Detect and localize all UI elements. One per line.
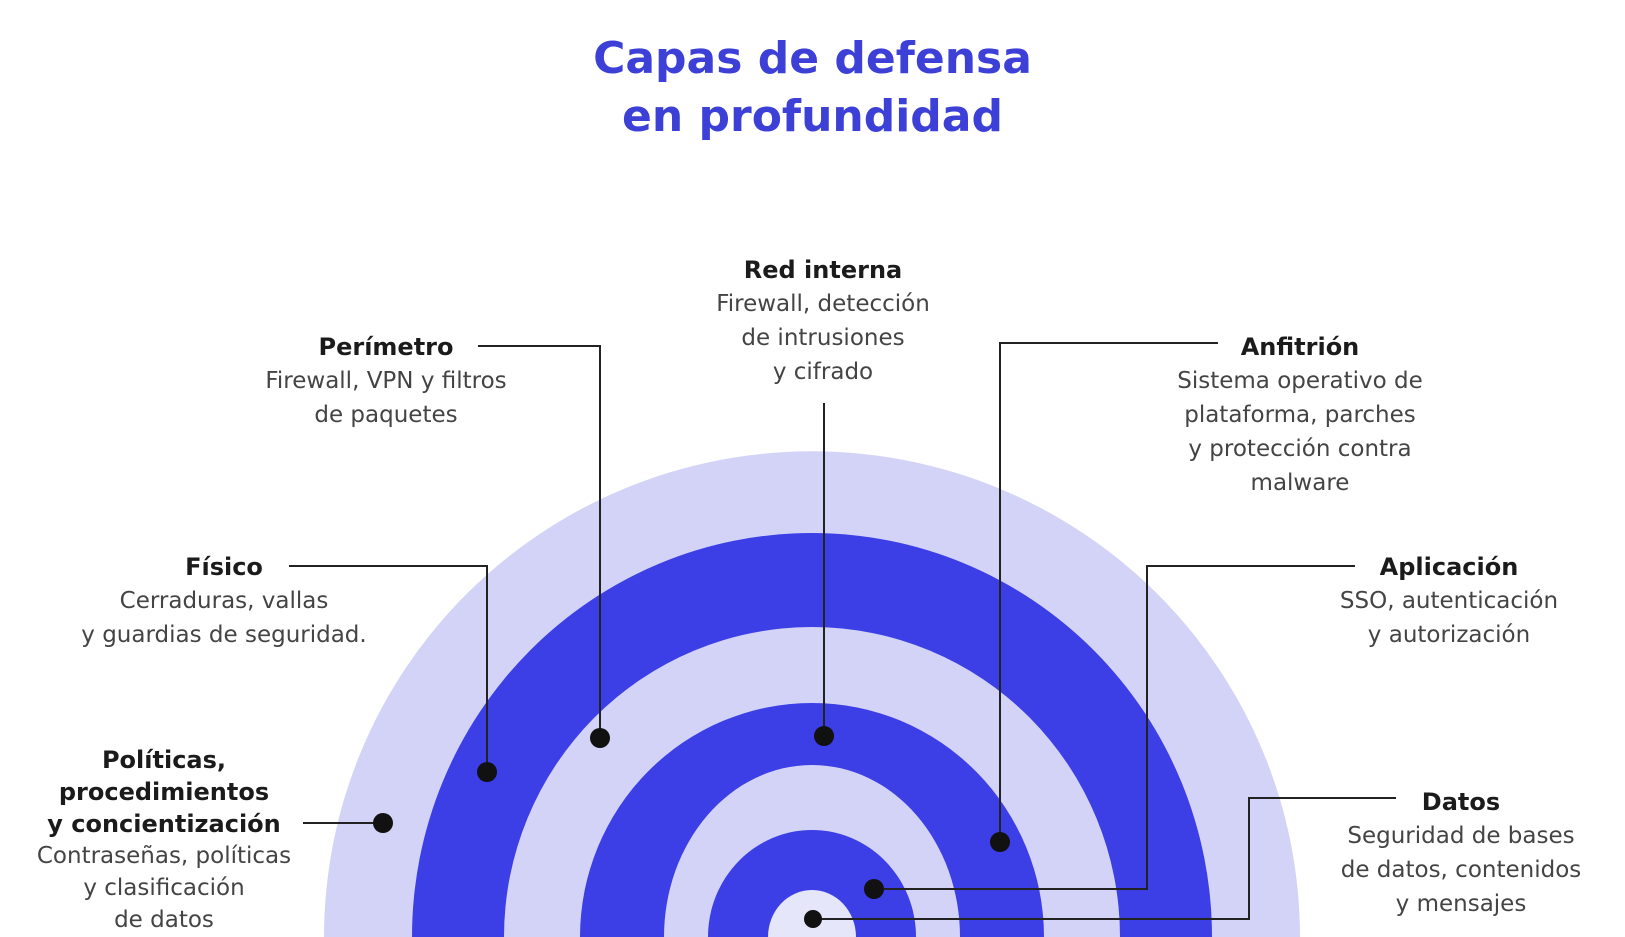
dot-perimetro [590, 728, 610, 748]
layer-desc: y guardias de seguridad. [81, 622, 367, 648]
layer-desc: y cifrado [772, 359, 874, 385]
ring-application [708, 830, 916, 937]
dot-red-interna [814, 726, 834, 746]
layer-title: Anfitrión [1240, 333, 1360, 361]
title-line-2: en profundidad [622, 91, 1003, 142]
layer-desc: SSO, autenticación [1339, 588, 1559, 614]
title-line-1: Capas de defensa [593, 33, 1032, 84]
connector-perimetro [478, 345, 601, 738]
layer-title: Aplicación [1379, 553, 1519, 581]
layer-desc: Seguridad de bases [1347, 823, 1575, 849]
layer-desc: de datos [114, 907, 214, 933]
layer-desc: Cerraduras, vallas [119, 588, 329, 614]
connector-anfitrion [999, 342, 1218, 842]
layer-desc: y autorización [1367, 622, 1531, 648]
label-perimetro: Perímetro Firewall, VPN y filtros de paq… [265, 330, 506, 432]
layer-desc: y protección contra [1188, 436, 1412, 462]
layer-desc: Firewall, detección [716, 291, 930, 317]
layer-title: Datos [1421, 788, 1501, 816]
layer-desc: Contraseñas, políticas [36, 843, 292, 869]
dot-anfitrion [990, 832, 1010, 852]
layer-desc: malware [1250, 470, 1350, 496]
layer-desc: y mensajes [1395, 891, 1527, 917]
connector-datos [813, 797, 1396, 920]
layer-desc: Sistema operativo de [1177, 368, 1423, 394]
dot-aplicacion [864, 879, 884, 899]
label-politicas: Políticas, procedimientos y concientizac… [37, 744, 291, 936]
dot-fisico [477, 762, 497, 782]
label-anfitrion: Anfitrión Sistema operativo de plataform… [1177, 330, 1422, 500]
rings [324, 451, 1300, 937]
layer-title: procedimientos [58, 778, 270, 806]
connectors [289, 342, 1396, 920]
label-aplicacion: Aplicación SSO, autenticación y autoriza… [1340, 550, 1558, 652]
layer-title: y concientización [47, 810, 281, 838]
label-red-interna: Red interna Firewall, detección de intru… [716, 253, 930, 389]
layer-desc: de paquetes [314, 402, 458, 428]
layer-desc: plataforma, parches [1184, 402, 1416, 428]
label-fisico: Físico Cerraduras, vallas y guardias de … [81, 550, 366, 652]
dot-datos [804, 910, 822, 928]
layer-desc: y clasificación [83, 875, 245, 901]
connector-aplicacion [874, 565, 1355, 890]
layer-title: Perímetro [318, 333, 454, 361]
diagram-title: Capas de defensa en profundidad [0, 30, 1625, 146]
dot-politicas [373, 813, 393, 833]
layer-desc: de datos, contenidos [1340, 857, 1582, 883]
label-datos: Datos Seguridad de bases de datos, conte… [1341, 785, 1582, 921]
layer-title: Red interna [743, 256, 903, 284]
connector-fisico [289, 565, 488, 772]
layer-title: Políticas, [101, 746, 227, 774]
layer-title: Físico [185, 553, 263, 581]
layer-desc: Firewall, VPN y filtros [265, 368, 507, 394]
layer-desc: de intrusiones [741, 325, 905, 351]
